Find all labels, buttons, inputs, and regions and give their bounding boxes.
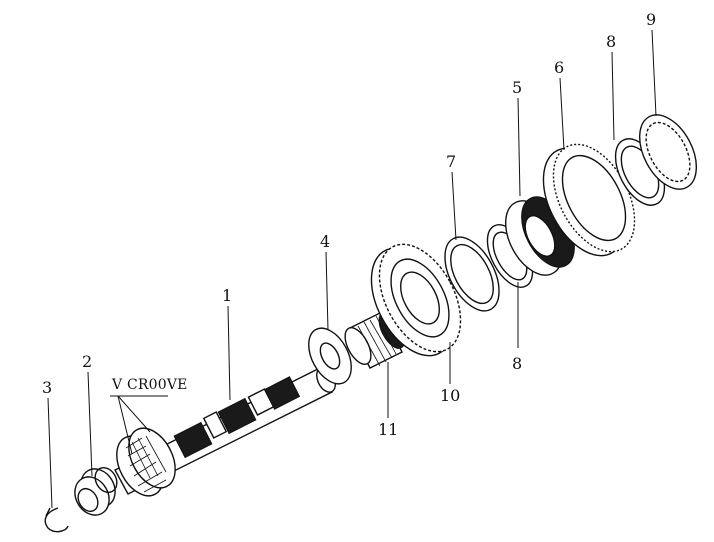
callout-8-lower: 8: [512, 354, 523, 373]
v-groove-label: V CR00VE: [112, 377, 188, 393]
callout-4: 4: [320, 232, 331, 251]
callout-10: 10: [440, 386, 461, 405]
part-9-synchronizer-ring: [638, 114, 698, 190]
part-1-main-shaft: [114, 367, 336, 497]
part-3-snap-ring: [44, 507, 69, 533]
callout-6: 6: [554, 58, 565, 77]
part-4-thrust-washer: [308, 327, 352, 385]
leader-lines: [47, 29, 657, 509]
part-7-synchronizer-ring: [444, 236, 500, 312]
part-6-synchronizer-sleeve: [542, 143, 636, 257]
callout-7: 7: [446, 152, 457, 171]
callout-3: 3: [42, 378, 53, 397]
callout-11: 11: [378, 420, 399, 439]
callout-1: 1: [222, 286, 233, 305]
callout-8-upper: 8: [606, 32, 617, 51]
callout-5: 5: [512, 78, 523, 97]
part-2-bearing: [74, 466, 118, 516]
callout-2: 2: [82, 352, 93, 371]
callout-9: 9: [646, 10, 657, 29]
part-10-gear: [370, 243, 462, 357]
